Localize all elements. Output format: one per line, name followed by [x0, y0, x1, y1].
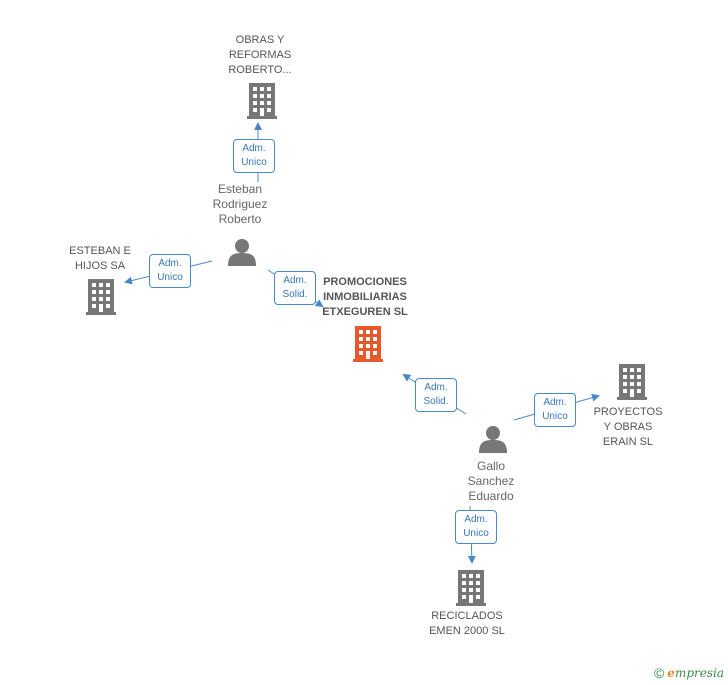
- person-icon[interactable]: [228, 238, 256, 266]
- person-icon[interactable]: [479, 425, 507, 453]
- building-icon[interactable]: [456, 570, 486, 606]
- company-label-proyectos[interactable]: PROYECTOS Y OBRAS ERAIN SL: [593, 406, 663, 448]
- role-badge-adm-solid[interactable]: Adm. Solid.: [274, 271, 316, 305]
- company-label-reciclados[interactable]: RECICLADOS EMEN 2000 SL: [429, 610, 505, 637]
- role-badge-adm-unico[interactable]: Adm. Unico: [534, 393, 576, 427]
- building-icon[interactable]: [86, 279, 116, 315]
- person-label-esteban[interactable]: Esteban Rodriguez Roberto: [212, 182, 268, 226]
- copyright-icon: ©: [653, 665, 665, 681]
- role-badge-adm-unico[interactable]: Adm. Unico: [233, 139, 275, 173]
- building-icon[interactable]: [617, 364, 647, 400]
- footer-brand: © empresia: [654, 665, 724, 681]
- role-badge-adm-solid[interactable]: Adm. Solid.: [415, 378, 457, 412]
- company-label-esteban-hijos[interactable]: ESTEBAN E HIJOS SA: [69, 245, 131, 272]
- building-icon-main[interactable]: [353, 326, 383, 362]
- company-label-obras[interactable]: OBRAS Y REFORMAS ROBERTO...: [228, 34, 292, 76]
- role-badge-adm-unico[interactable]: Adm. Unico: [455, 510, 497, 544]
- brand-logo[interactable]: empresia: [667, 666, 724, 680]
- building-icon[interactable]: [247, 83, 277, 119]
- role-badge-adm-unico[interactable]: Adm. Unico: [149, 254, 191, 288]
- person-label-gallo[interactable]: Gallo Sanchez Eduardo: [467, 459, 515, 503]
- company-label-promociones[interactable]: PROMOCIONES INMOBILIARIAS ETXEGUREN SL: [322, 276, 408, 318]
